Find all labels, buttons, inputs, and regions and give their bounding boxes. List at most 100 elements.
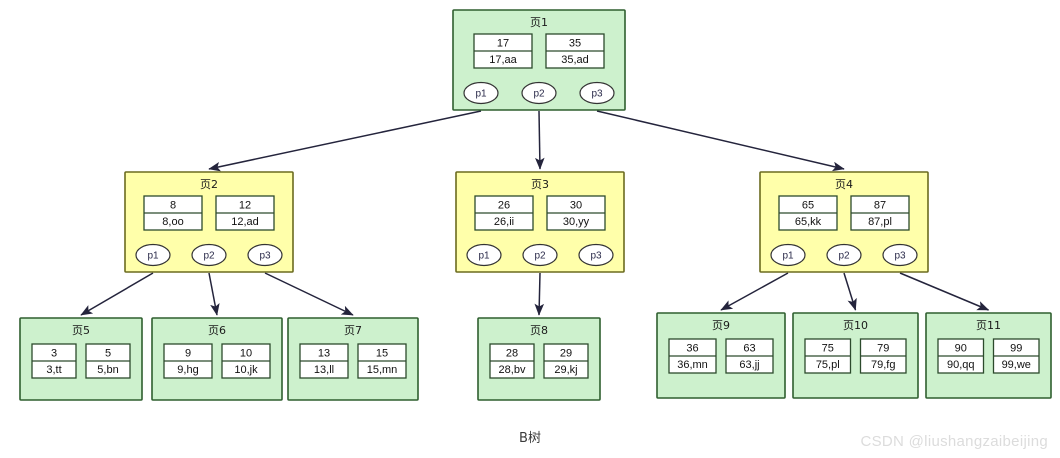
- edge-page1-to-page3: [535, 110, 545, 170]
- pointer-p2-page1[interactable]: [521, 81, 557, 105]
- pointer-p1-page4[interactable]: [770, 243, 806, 267]
- node-title-page7: 页7: [344, 324, 362, 337]
- cell-key-page8-1: 29: [560, 348, 572, 360]
- pointer-p2-page2[interactable]: [191, 243, 227, 267]
- pointer-p3-page4[interactable]: [882, 243, 918, 267]
- watermark-text: CSDN @liushangzaibeijing: [860, 433, 1048, 450]
- cell-value-page8-0: 28,bv: [499, 364, 526, 376]
- pointer-p3-page3[interactable]: [578, 243, 614, 267]
- pointer-p2-page4[interactable]: [826, 243, 862, 267]
- node-title-page11: 页11: [976, 319, 1001, 332]
- edge-page2-to-page6: [208, 272, 220, 316]
- pointer-label-p2-page2: p2: [203, 251, 215, 262]
- pointer-label-p1-page2: p1: [147, 251, 159, 262]
- node-body-page7: [287, 317, 419, 401]
- cell-key-page2-1: 12: [239, 200, 251, 212]
- cell-key-page11-1: 99: [1010, 343, 1022, 355]
- cell-key-page8-0: 28: [506, 348, 518, 360]
- cell-key-page11-0: 90: [955, 343, 967, 355]
- node-title-page2: 页2: [200, 178, 218, 191]
- cell-key-page1-1: 35: [569, 38, 581, 50]
- cell-value-page1-0: 17,aa: [489, 54, 517, 66]
- edge-page1-to-page2: [208, 110, 482, 172]
- edge-page2-to-page5: [80, 272, 154, 316]
- node-title-page10: 页10: [843, 319, 868, 332]
- cell-key-page10-0: 75: [822, 343, 834, 355]
- node-page2: 页2 8 8,oo 12 12,ad p1 p2 p3: [124, 171, 294, 273]
- pointer-label-p2-page3: p2: [534, 251, 546, 262]
- pointer-label-p2-page4: p2: [838, 251, 850, 262]
- pointer-p2-page3[interactable]: [522, 243, 558, 267]
- pointer-label-p3-page1: p3: [591, 89, 603, 100]
- cell-value-page5-1: 5,bn: [97, 364, 118, 376]
- edge-layer: [80, 110, 990, 316]
- node-page8: 页8 28 28,bv 29 29,kj: [477, 317, 601, 401]
- cell-key-page6-0: 9: [185, 348, 191, 360]
- cell-value-page11-1: 99,we: [1002, 359, 1031, 371]
- cell-value-page8-1: 29,kj: [554, 364, 577, 376]
- cell-key-page7-0: 13: [318, 348, 330, 360]
- cell-key-page4-1: 87: [874, 200, 886, 212]
- pointer-label-p1-page3: p1: [478, 251, 490, 262]
- cell-key-page7-1: 15: [376, 348, 388, 360]
- edge-page2-to-page7: [264, 272, 354, 316]
- node-title-page4: 页4: [835, 178, 853, 191]
- pointer-label-p3-page2: p3: [259, 251, 271, 262]
- node-title-page1: 页1: [530, 16, 548, 29]
- cell-value-page3-0: 26,ii: [494, 216, 514, 228]
- cell-key-page5-1: 5: [105, 348, 111, 360]
- node-title-page3: 页3: [531, 178, 549, 191]
- pointer-label-p1-page4: p1: [782, 251, 794, 262]
- cell-value-page2-0: 8,oo: [162, 216, 183, 228]
- node-title-page8: 页8: [530, 324, 548, 337]
- cell-value-page2-1: 12,ad: [231, 216, 259, 228]
- node-body-page11: [925, 312, 1052, 399]
- cell-key-page2-0: 8: [170, 200, 176, 212]
- node-body-page9: [656, 312, 786, 399]
- edge-page4-to-page9: [720, 272, 789, 311]
- cell-key-page9-0: 36: [686, 343, 698, 355]
- pointer-p3-page2[interactable]: [247, 243, 283, 267]
- cell-value-page6-0: 9,hg: [177, 364, 198, 376]
- pointer-label-p3-page4: p3: [894, 251, 906, 262]
- pointer-p1-page1[interactable]: [463, 81, 499, 105]
- edge-page4-to-page10: [843, 272, 857, 311]
- cell-value-page1-1: 35,ad: [561, 54, 589, 66]
- pointer-label-p3-page3: p3: [590, 251, 602, 262]
- node-title-page9: 页9: [712, 319, 730, 332]
- node-title-page5: 页5: [72, 324, 90, 337]
- edge-page3-to-page8: [534, 272, 545, 316]
- cell-key-page1-0: 17: [497, 38, 509, 50]
- node-body-page5: [19, 317, 143, 401]
- cell-key-page3-1: 30: [570, 200, 582, 212]
- cell-value-page5-0: 3,tt: [46, 364, 61, 376]
- pointer-label-p2-page1: p2: [533, 89, 545, 100]
- pointer-p1-page3[interactable]: [466, 243, 502, 267]
- pointer-p3-page1[interactable]: [579, 81, 615, 105]
- node-title-page6: 页6: [208, 324, 226, 337]
- cell-key-page9-1: 63: [743, 343, 755, 355]
- cell-value-page11-0: 90,qq: [947, 359, 975, 371]
- pointer-p1-page2[interactable]: [135, 243, 171, 267]
- node-body-page6: [151, 317, 283, 401]
- node-body-page10: [792, 312, 919, 399]
- node-layer: 页1 17 17,aa 35 35,ad p1 p2 p3 页2 8 8,oo 12 12,ad p1 p2…: [19, 9, 1052, 401]
- diagram-caption: B树: [519, 431, 541, 446]
- cell-value-page9-0: 36,mn: [677, 359, 708, 371]
- cell-value-page9-1: 63,jj: [739, 359, 759, 371]
- cell-value-page3-1: 30,yy: [563, 216, 590, 228]
- cell-value-page7-0: 13,ll: [314, 364, 334, 376]
- cell-value-page10-0: 75,pl: [816, 359, 840, 371]
- edge-page4-to-page11: [899, 272, 990, 311]
- cell-value-page6-1: 10,jk: [234, 364, 258, 376]
- node-body-page8: [477, 317, 601, 401]
- cell-key-page4-0: 65: [802, 200, 814, 212]
